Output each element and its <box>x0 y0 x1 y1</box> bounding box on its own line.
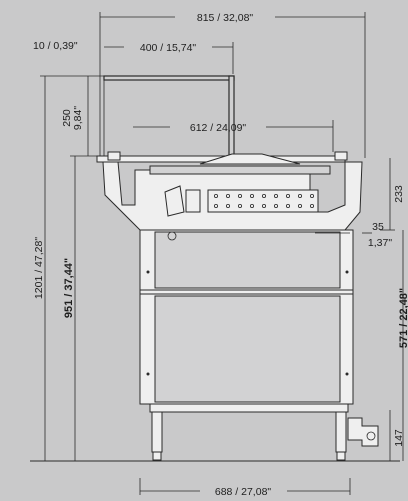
base-width-label: 688 / 27,08" <box>215 486 272 498</box>
foot-left <box>152 451 162 461</box>
overall-width-label: 815 / 32,08" <box>197 12 254 24</box>
side-offset-in-label: 1,37" <box>368 237 392 249</box>
rim-clip-left <box>107 151 121 161</box>
glass-top-panel <box>103 75 235 81</box>
glass-front-panel <box>228 75 235 157</box>
glass-height-in-label: 9,84" <box>72 106 84 130</box>
drain-fitting <box>167 231 177 241</box>
glass-offset-label: 10 / 0,39" <box>33 40 78 52</box>
glass-height-mm-label: 250 <box>61 109 73 127</box>
leg-right <box>335 411 347 453</box>
shelf-rail <box>139 289 354 295</box>
screw <box>345 270 349 274</box>
tray-depth-label: 233 <box>393 185 405 203</box>
counter-height-label: 951 / 37,44" <box>63 258 75 318</box>
screw <box>345 372 349 376</box>
side-offset-mm-label: 35 <box>372 221 384 233</box>
leg-left <box>151 411 163 453</box>
counter-center-ridge <box>199 153 301 165</box>
cabinet-upper-panel <box>154 231 341 289</box>
glass-width-label: 400 / 15,74" <box>140 42 197 54</box>
leg-height-label: 571 / 22,48" <box>398 288 408 348</box>
base-frame <box>149 403 349 413</box>
handle-bracket <box>164 185 185 217</box>
total-height-label: 1201 / 47,28" <box>33 237 45 299</box>
control-buttons <box>213 193 314 208</box>
inner-width-label: 612 / 24,09" <box>190 122 247 134</box>
cabinet-lower-panel <box>154 295 341 403</box>
foot-height-label: 147 <box>393 429 405 447</box>
drain-valve <box>347 417 379 447</box>
foot-right <box>336 451 346 461</box>
rim-clip-right <box>334 151 348 161</box>
dimension-lines <box>40 12 404 495</box>
switch-box <box>185 189 201 213</box>
display-counter <box>96 75 379 461</box>
valve-knob <box>366 431 376 441</box>
screw <box>146 372 150 376</box>
screw <box>146 270 150 274</box>
basin-lip <box>149 165 331 175</box>
control-panel <box>207 189 319 213</box>
